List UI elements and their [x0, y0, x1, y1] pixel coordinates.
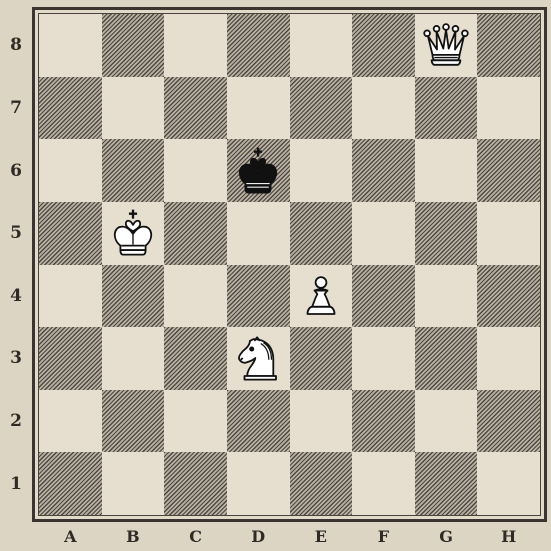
square-f8[interactable] — [352, 14, 415, 77]
square-c2[interactable] — [164, 390, 227, 453]
chess-board — [38, 13, 541, 516]
square-c4[interactable] — [164, 265, 227, 328]
white-pawn-icon[interactable] — [294, 269, 348, 323]
square-f4[interactable] — [352, 265, 415, 328]
square-g4[interactable] — [415, 265, 478, 328]
square-g6[interactable] — [415, 139, 478, 202]
square-a5[interactable] — [39, 202, 102, 265]
black-king-icon[interactable] — [231, 144, 285, 198]
rank-label: 6 — [6, 161, 26, 181]
square-d6[interactable] — [227, 139, 290, 202]
square-c8[interactable] — [164, 14, 227, 77]
square-g2[interactable] — [415, 390, 478, 453]
file-label: H — [494, 527, 524, 547]
square-h4[interactable] — [477, 265, 540, 328]
rank-label: 4 — [6, 286, 26, 306]
square-b3[interactable] — [102, 327, 165, 390]
square-a6[interactable] — [39, 139, 102, 202]
square-g3[interactable] — [415, 327, 478, 390]
square-b8[interactable] — [102, 14, 165, 77]
rank-label: 5 — [6, 223, 26, 243]
square-f5[interactable] — [352, 202, 415, 265]
square-a4[interactable] — [39, 265, 102, 328]
square-a1[interactable] — [39, 452, 102, 515]
square-c6[interactable] — [164, 139, 227, 202]
square-f3[interactable] — [352, 327, 415, 390]
rank-label: 8 — [6, 35, 26, 55]
square-d2[interactable] — [227, 390, 290, 453]
square-c3[interactable] — [164, 327, 227, 390]
square-b5[interactable] — [102, 202, 165, 265]
square-e2[interactable] — [290, 390, 353, 453]
file-label: G — [431, 527, 461, 547]
square-e6[interactable] — [290, 139, 353, 202]
square-h8[interactable] — [477, 14, 540, 77]
file-label: D — [243, 527, 273, 547]
rank-label: 2 — [6, 411, 26, 431]
file-label: A — [55, 527, 85, 547]
square-b7[interactable] — [102, 77, 165, 140]
square-f6[interactable] — [352, 139, 415, 202]
square-g7[interactable] — [415, 77, 478, 140]
square-c5[interactable] — [164, 202, 227, 265]
square-d4[interactable] — [227, 265, 290, 328]
file-label: B — [118, 527, 148, 547]
square-e5[interactable] — [290, 202, 353, 265]
rank-label: 3 — [6, 348, 26, 368]
square-a8[interactable] — [39, 14, 102, 77]
square-e3[interactable] — [290, 327, 353, 390]
rank-label: 1 — [6, 474, 26, 494]
square-a7[interactable] — [39, 77, 102, 140]
file-label: F — [368, 527, 398, 547]
white-king-icon[interactable] — [106, 206, 160, 260]
square-c1[interactable] — [164, 452, 227, 515]
file-label: E — [306, 527, 336, 547]
square-d3[interactable] — [227, 327, 290, 390]
square-f7[interactable] — [352, 77, 415, 140]
board-frame — [32, 7, 547, 522]
file-label: C — [181, 527, 211, 547]
square-f2[interactable] — [352, 390, 415, 453]
square-a3[interactable] — [39, 327, 102, 390]
white-knight-icon[interactable] — [231, 331, 285, 385]
square-h1[interactable] — [477, 452, 540, 515]
square-d7[interactable] — [227, 77, 290, 140]
square-d5[interactable] — [227, 202, 290, 265]
square-g1[interactable] — [415, 452, 478, 515]
square-e4[interactable] — [290, 265, 353, 328]
square-h5[interactable] — [477, 202, 540, 265]
square-d1[interactable] — [227, 452, 290, 515]
square-b6[interactable] — [102, 139, 165, 202]
rank-label: 7 — [6, 98, 26, 118]
square-e1[interactable] — [290, 452, 353, 515]
square-e7[interactable] — [290, 77, 353, 140]
square-b1[interactable] — [102, 452, 165, 515]
square-h3[interactable] — [477, 327, 540, 390]
square-e8[interactable] — [290, 14, 353, 77]
square-d8[interactable] — [227, 14, 290, 77]
square-h6[interactable] — [477, 139, 540, 202]
white-queen-icon[interactable] — [419, 18, 473, 72]
square-a2[interactable] — [39, 390, 102, 453]
square-b4[interactable] — [102, 265, 165, 328]
square-c7[interactable] — [164, 77, 227, 140]
square-b2[interactable] — [102, 390, 165, 453]
square-f1[interactable] — [352, 452, 415, 515]
square-g5[interactable] — [415, 202, 478, 265]
square-h2[interactable] — [477, 390, 540, 453]
square-g8[interactable] — [415, 14, 478, 77]
square-h7[interactable] — [477, 77, 540, 140]
